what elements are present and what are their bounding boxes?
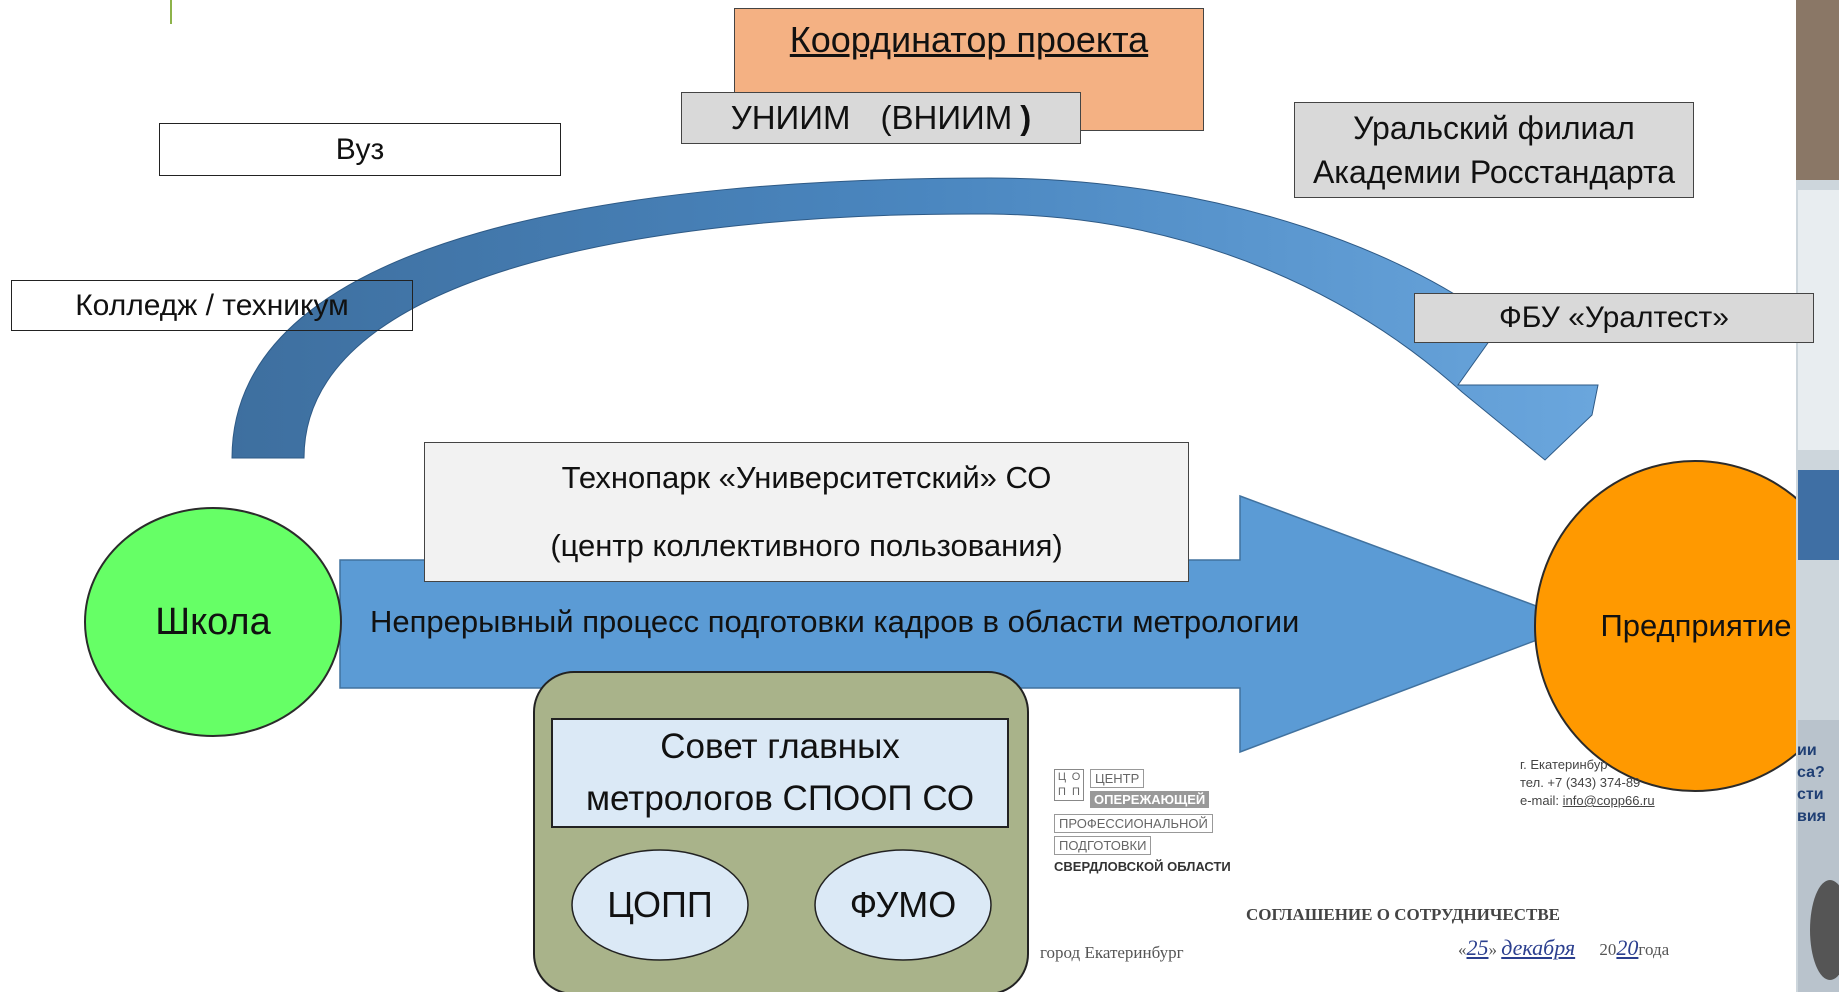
copp-label: ЦОПП xyxy=(607,884,713,925)
ural-branch-line2: Академии Росстандарта xyxy=(1312,154,1676,190)
technopark-box: Технопарк «Университетский» СО (центр ко… xyxy=(424,442,1189,582)
technopark-line2: (центр коллективного пользования) xyxy=(550,528,1063,563)
doc-phone-partial: тел. +7 (343) 374-89 xyxy=(1520,775,1641,790)
logo-line5: СВЕРДЛОВСКОЙ ОБЛАСТИ xyxy=(1054,859,1231,874)
side-photo-text: ии са? сти вия xyxy=(1797,742,1827,825)
council-title-box: Совет главных метрологов СПООП СО xyxy=(551,718,1009,828)
college-label: Колледж / техникум xyxy=(75,288,349,322)
vuz-label: Вуз xyxy=(335,132,385,166)
doc-city-partial: г. Екатеринбур xyxy=(1520,757,1608,772)
enterprise-label: Предприятие xyxy=(1600,608,1792,643)
fumo-label: ФУМО xyxy=(849,884,957,925)
vniim-label: (ВНИИМ xyxy=(880,99,1013,136)
doc-date: «25» декабря 2020года xyxy=(1458,935,1670,960)
logo-line2: ОПЕРЕЖАЮЩЕЙ xyxy=(1090,791,1210,808)
logo-line1: ЦЕНТР xyxy=(1090,769,1145,788)
fumo-ellipse xyxy=(814,849,992,961)
enterprise-circle xyxy=(1534,460,1839,792)
ural-branch-box: Уральский филиал Академии Росстандарта xyxy=(1294,102,1694,198)
uniim-box: УНИИМ (ВНИИМ ) xyxy=(681,92,1081,144)
doc-agreement-title: СОГЛАШЕНИЕ О СОТРУДНИЧЕСТВЕ xyxy=(1246,905,1561,924)
doc-date-day: 25 xyxy=(1466,935,1489,960)
copp-ellipse xyxy=(571,849,749,961)
curved-arrow xyxy=(231,177,1599,461)
school-circle xyxy=(84,507,342,737)
uraltest-label: ФБУ «Уралтест» xyxy=(1499,301,1729,334)
school-label: Школа xyxy=(155,600,271,643)
vuz-box: Вуз xyxy=(159,123,561,176)
council-title-line1: Совет главных xyxy=(660,727,900,766)
doc-email: e-mail: info@copp66.ru xyxy=(1520,793,1655,808)
doc-date-month: декабря xyxy=(1501,935,1576,960)
uniim-label: УНИИМ xyxy=(730,99,851,136)
vniim-close: ) xyxy=(1020,99,1032,136)
doc-email-link[interactable]: info@copp66.ru xyxy=(1562,793,1655,808)
ural-branch-line1: Уральский филиал xyxy=(1353,110,1635,146)
side-photo-person xyxy=(1810,880,1839,980)
council-title-line2: метрологов СПООП СО xyxy=(585,779,975,818)
logo-line3: ПРОФЕССИОНАЛЬНОЙ xyxy=(1054,814,1213,833)
logo-line4: ПОДГОТОВКИ xyxy=(1054,836,1152,855)
side-photo-panel xyxy=(1798,470,1839,560)
technopark-line1: Технопарк «Университетский» СО xyxy=(561,460,1052,495)
main-process-label: Непрерывный процесс подготовки кадров в … xyxy=(370,604,1300,639)
side-photo-dark xyxy=(1796,0,1839,180)
college-box: Колледж / техникум xyxy=(11,280,413,331)
copp-logo: Ц О П П ЦЕНТР ОПЕРЕЖАЮЩЕЙ ПРОФЕССИОНАЛЬН… xyxy=(1054,769,1231,874)
doc-date-year: 20 xyxy=(1616,935,1639,960)
document-fragment: Ц О П П ЦЕНТР ОПЕРЕЖАЮЩЕЙ ПРОФЕССИОНАЛЬН… xyxy=(1040,735,1796,992)
uraltest-box: ФБУ «Уралтест» xyxy=(1414,293,1814,343)
doc-city-left: город Екатеринбург xyxy=(1040,943,1184,962)
coordinator-title: Координатор проекта xyxy=(789,19,1149,60)
